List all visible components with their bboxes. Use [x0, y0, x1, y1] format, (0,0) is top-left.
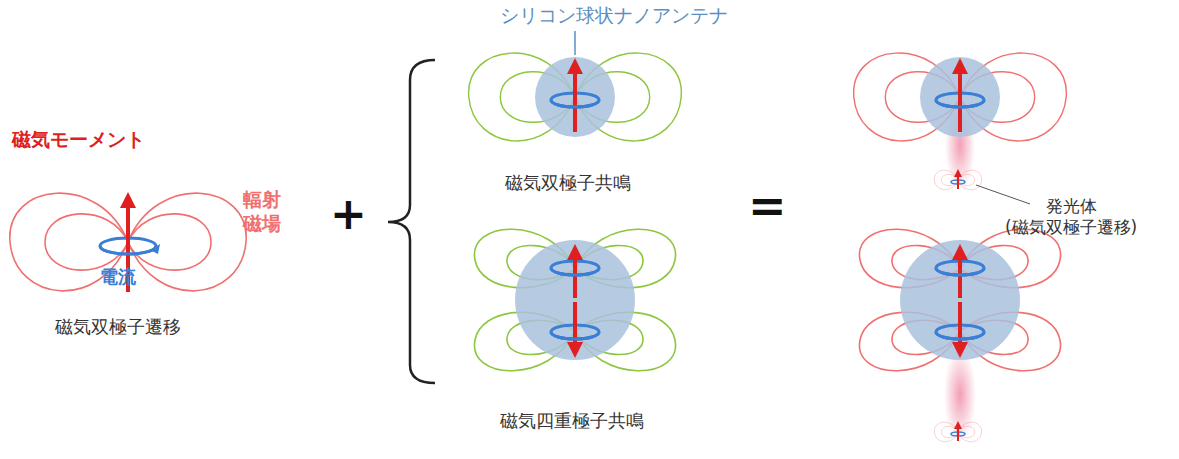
- md-resonance-figure: [469, 31, 682, 141]
- field-lines: [854, 53, 1067, 141]
- operator-symbol: +: [330, 186, 367, 241]
- operator-symbol: =: [748, 178, 787, 236]
- field-lines: [469, 53, 682, 141]
- coupled-mq-figure: [859, 229, 1060, 443]
- leader-line: [574, 31, 576, 55]
- moment-arrow: [958, 302, 962, 350]
- bracket: [388, 60, 435, 383]
- silicon-sphere: [920, 57, 1000, 137]
- magnetic-dipole-figure: [10, 193, 246, 292]
- current-loop-front: [551, 268, 599, 275]
- mq-resonance-figure: [474, 229, 675, 371]
- moment-arrow: [573, 66, 577, 132]
- emitter-arrow: [957, 173, 959, 189]
- emitter-field: [934, 422, 981, 442]
- callout-label: 発光体 (磁気双極子遷移): [998, 196, 1144, 239]
- quantity-label: 磁気モーメント: [12, 128, 145, 152]
- silicon-sphere: [535, 57, 615, 137]
- moment-arrow: [573, 302, 577, 350]
- field-lines: [859, 229, 1060, 371]
- quantity-label: 輻射 磁場: [243, 188, 287, 236]
- current-loop-front: [936, 268, 984, 275]
- silicon-sphere: [515, 240, 635, 360]
- figure-caption: 磁気四重極子共鳴: [500, 410, 644, 433]
- current-arrowhead: [150, 244, 160, 254]
- current-loop-front: [551, 100, 599, 107]
- glow: [944, 347, 976, 443]
- current-loop-front: [100, 246, 156, 254]
- figure-caption: 磁気双極子遷移: [55, 316, 181, 339]
- current-loop-front: [936, 332, 984, 339]
- emitter-arrow: [957, 425, 959, 441]
- part-name: シリコン球状ナノアンテナ: [500, 4, 728, 28]
- coupled-md-figure: [854, 53, 1067, 204]
- current-loop-front: [551, 332, 599, 339]
- emitter-field: [934, 170, 981, 190]
- moment-arrow: [958, 66, 962, 132]
- field-lines: [474, 229, 675, 371]
- silicon-sphere: [900, 240, 1020, 360]
- leader-line: [976, 185, 1030, 204]
- current-loop-front: [936, 100, 984, 107]
- figure-caption: 磁気双極子共鳴: [505, 172, 631, 195]
- quantity-label: 電流: [100, 266, 136, 289]
